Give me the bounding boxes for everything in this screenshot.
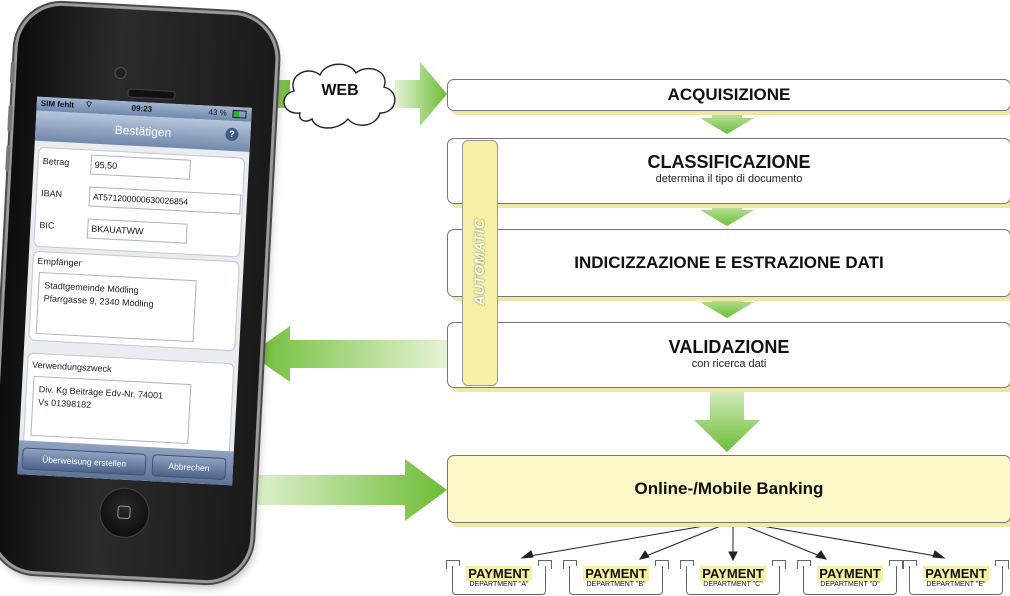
form-group-account: Betrag 95,50 IBAN AT571200000630026854 B…	[33, 146, 246, 258]
banking-box: Online-/Mobile Banking	[447, 455, 1010, 523]
payment-department-e: PAYMENT DEPARTMENT "E"	[903, 560, 1009, 596]
smartphone: SIM fehlt ⌔ 09:23 43 % Bestätigen ? Betr…	[0, 3, 278, 583]
indicizzazione-box: INDICIZZAZIONE E ESTRAZIONE DATI	[447, 229, 1010, 297]
purpose-label: Verwendungszweck	[31, 359, 112, 374]
classificazione-box: CLASSIFICAZIONE determina il tipo di doc…	[447, 138, 1010, 204]
front-camera	[114, 66, 127, 80]
department-label: DEPARTMENT "D"	[820, 581, 880, 588]
payment-card: PAYMENT DEPARTMENT "E"	[909, 566, 1003, 595]
amount-label: Betrag	[42, 156, 70, 168]
wifi-icon: ⌔	[84, 99, 94, 110]
recipient-textarea[interactable]: Stadtgemeinde Mödling Pfarrgasse 9, 2340…	[35, 271, 197, 343]
acquisizione-title: ACQUISIZIONE	[667, 85, 791, 104]
tab-notch	[538, 560, 552, 569]
payment-department-d: PAYMENT DEPARTMENT "D"	[797, 560, 903, 596]
payment-department-a: PAYMENT DEPARTMENT "A"	[446, 560, 552, 596]
department-label: DEPARTMENT "C"	[703, 581, 763, 588]
carrier-text: SIM fehlt	[40, 98, 75, 110]
form-group-recipient: Empfänger Stadtgemeinde Mödling Pfarrgas…	[28, 250, 240, 352]
validazione-title: VALIDAZIONE	[668, 337, 790, 357]
validazione-subtitle: con ricerca dati	[691, 358, 767, 370]
phone-screen: SIM fehlt ⌔ 09:23 43 % Bestätigen ? Betr…	[17, 96, 252, 486]
create-transfer-button[interactable]: Überweisung erstellen	[21, 447, 147, 476]
arrow-web-to-acquisizione	[395, 62, 447, 126]
bic-label: BIC	[39, 219, 55, 231]
amount-field[interactable]: 95,50	[90, 154, 192, 180]
payment-title: PAYMENT	[804, 566, 896, 581]
cloud-shape	[283, 63, 396, 129]
automatic-bar	[462, 140, 498, 386]
iban-field[interactable]: AT571200000630026854	[88, 186, 242, 215]
iban-label: IBAN	[40, 188, 63, 200]
department-label: DEPARTMENT "B"	[586, 581, 646, 588]
form-group-purpose: Verwendungszweck Div. Kg Beiträge Edv-Nr…	[22, 352, 235, 456]
payment-department-c: PAYMENT DEPARTMENT "C"	[680, 560, 786, 596]
acquisizione-box: ACQUISIZIONE	[447, 79, 1010, 111]
bic-field[interactable]: BKAUATWW	[86, 218, 188, 244]
payment-title: PAYMENT	[453, 566, 545, 581]
classificazione-title: CLASSIFICAZIONE	[647, 152, 811, 172]
payment-card: PAYMENT DEPARTMENT "A"	[452, 566, 546, 595]
payment-card: PAYMENT DEPARTMENT "B"	[569, 566, 663, 595]
payment-title: PAYMENT	[570, 566, 662, 581]
cancel-button[interactable]: Abbrechen	[151, 454, 227, 481]
classificazione-subtitle: determina il tipo di documento	[655, 173, 803, 185]
payment-title-text: PAYMENT	[700, 566, 766, 581]
tab-notch	[446, 560, 460, 569]
indicizzazione-title: INDICIZZAZIONE E ESTRAZIONE DATI	[574, 253, 884, 272]
banking-title: Online-/Mobile Banking	[634, 479, 824, 498]
purpose-textarea[interactable]: Div. Kg Beiträge Edv-Nr. 74001 Vs 013981…	[30, 375, 192, 445]
tab-notch	[889, 560, 903, 569]
department-label: DEPARTMENT "A"	[469, 581, 529, 588]
arrow-down-2	[700, 200, 754, 226]
arrow-phone-to-banking	[245, 459, 447, 521]
payment-card: PAYMENT DEPARTMENT "C"	[686, 566, 780, 595]
arrow-validazione-to-phone	[250, 326, 447, 382]
arrow-down-1	[700, 108, 754, 134]
payment-title-text: PAYMENT	[583, 566, 649, 581]
payment-title: PAYMENT	[910, 566, 1002, 581]
validazione-box: VALIDAZIONE con ricerca dati	[447, 322, 1010, 388]
web-label: WEB	[321, 82, 359, 99]
battery-icon	[232, 109, 247, 119]
tab-notch	[680, 560, 694, 569]
nav-title: Bestätigen	[114, 122, 172, 140]
clock-text: 09:23	[131, 103, 153, 114]
tab-notch	[655, 560, 669, 569]
payment-department-b: PAYMENT DEPARTMENT "B"	[563, 560, 669, 596]
department-label: DEPARTMENT "E"	[926, 581, 986, 588]
arrow-down-4	[694, 389, 760, 452]
payment-card: PAYMENT DEPARTMENT "D"	[803, 566, 897, 595]
payment-title-text: PAYMENT	[817, 566, 883, 581]
battery-percent: 43 %	[208, 107, 228, 118]
arrow-down-3	[700, 292, 754, 318]
earpiece-speaker	[127, 88, 176, 100]
automatic-label: AUTOMATIC	[471, 218, 487, 306]
tab-notch	[772, 560, 786, 569]
tab-notch	[563, 560, 577, 569]
tab-notch	[797, 560, 811, 569]
recipient-label: Empfänger	[37, 255, 82, 269]
home-square-icon	[117, 505, 131, 520]
payment-title-text: PAYMENT	[466, 566, 532, 581]
payment-title: PAYMENT	[687, 566, 779, 581]
tab-notch	[903, 560, 917, 569]
tab-notch	[995, 560, 1009, 569]
payment-title-text: PAYMENT	[923, 566, 989, 581]
